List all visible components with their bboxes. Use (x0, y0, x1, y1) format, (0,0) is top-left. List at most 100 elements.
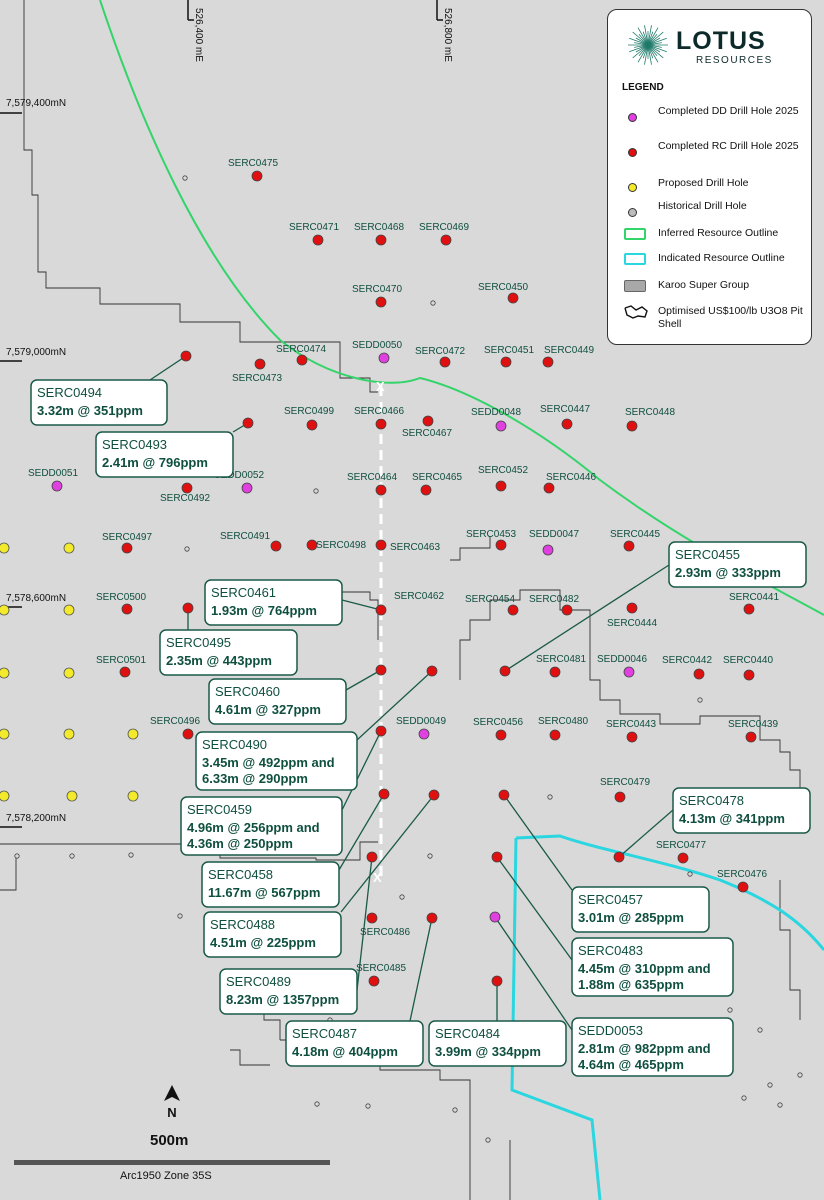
drill-hole-marker (418, 728, 430, 740)
drill-hole-label: SEDD0051 (28, 468, 78, 479)
callout-leader (341, 730, 382, 811)
north-label: N (167, 1105, 177, 1120)
drill-hole-marker (180, 350, 192, 362)
drill-hole-label: SERC0462 (394, 591, 444, 602)
drill-hole-marker (119, 666, 131, 678)
drill-hole-label: SERC0448 (625, 407, 675, 418)
drill-hole-label: SERC0475 (228, 158, 278, 169)
callout-intercept: 6.33m @ 290ppm (202, 771, 308, 786)
historical-hole (485, 1137, 491, 1143)
callout-hole-name: SERC0487 (292, 1026, 357, 1041)
logo-wordmark: LOTUS (676, 27, 766, 55)
drill-hole-label: SERC0456 (473, 717, 523, 728)
legend-item-label: Completed RC Drill Hole 2025 (658, 140, 799, 152)
drill-hole-marker (677, 852, 689, 864)
drill-hole-label: SERC0479 (600, 777, 650, 788)
drill-hole-label: SERC0464 (347, 472, 397, 483)
legend-item-label: Indicated Resource Outline (658, 252, 785, 264)
drill-hole-marker (542, 544, 554, 556)
legend-item: Karoo Super Group (618, 277, 808, 305)
drill-hole-marker (375, 664, 387, 676)
drill-hole-label: SERC0463 (390, 542, 440, 553)
legend-pit-shell-icon (624, 305, 648, 324)
drill-hole-label: SERC0476 (717, 869, 767, 880)
drill-hole-marker (489, 911, 501, 923)
projection-label: Arc1950 Zone 35S (120, 1170, 212, 1182)
drill-hole-label: SERC0444 (607, 618, 657, 629)
drill-hole-marker (613, 851, 625, 863)
legend-item-label: Optimised US$100/lb U3O8 Pit Shell (658, 305, 803, 330)
legend-dot-icon (628, 183, 637, 192)
drill-hole-label: SEDD0052 (214, 470, 264, 481)
drill-hole-marker (270, 540, 282, 552)
callout-leader (340, 794, 435, 913)
drill-hole-label: SERC0491 (220, 531, 270, 542)
callout-intercept: 3.32m @ 351ppm (37, 403, 143, 418)
legend-item: Optimised US$100/lb U3O8 Pit Shell (618, 303, 808, 331)
drill-hole-label: SERC0452 (478, 465, 528, 476)
drill-hole-marker (182, 602, 194, 614)
drill-hole-label: SERC0469 (419, 222, 469, 233)
drill-hole-label: SERC0445 (610, 529, 660, 540)
drill-hole-marker (306, 419, 318, 431)
historical-hole (184, 546, 190, 552)
drill-hole-label: SERC0473 (232, 373, 282, 384)
callout-leader (496, 856, 573, 961)
legend-item-label: Historical Drill Hole (658, 200, 747, 212)
drill-hole-label: SEDD0050 (352, 340, 402, 351)
drill-hole-marker (623, 540, 635, 552)
drill-hole-marker (543, 482, 555, 494)
drill-hole-label: SERC0472 (415, 346, 465, 357)
legend-item: Inferred Resource Outline (618, 225, 808, 253)
proposed-hole (0, 542, 10, 554)
drill-hole-label: SERC0498 (316, 540, 366, 551)
legend-item: Indicated Resource Outline (618, 250, 808, 278)
callout-hole-name: SERC0493 (102, 437, 167, 452)
drill-hole-marker (499, 665, 511, 677)
legend-item-label: Completed DD Drill Hole 2025 (658, 105, 799, 117)
callout-leader (338, 793, 385, 871)
section-mark-south: X (373, 870, 382, 885)
drill-hole-label: SERC0441 (729, 592, 779, 603)
drill-hole-marker (375, 418, 387, 430)
proposed-hole (63, 604, 75, 616)
drill-hole-marker (549, 666, 561, 678)
callout-intercept: 1.88m @ 635ppm (578, 977, 684, 992)
drill-hole-label: SERC0465 (412, 472, 462, 483)
legend-item: Completed RC Drill Hole 2025 (618, 140, 808, 168)
drill-hole-marker (375, 234, 387, 246)
drill-hole-marker (626, 731, 638, 743)
drill-hole-marker (182, 728, 194, 740)
legend-item: Completed DD Drill Hole 2025 (618, 105, 808, 133)
drill-hole-marker (366, 912, 378, 924)
callout-leader (341, 599, 382, 611)
drill-hole-label: SERC0501 (96, 655, 146, 666)
logo-subtitle: RESOURCES (696, 55, 773, 66)
callout-intercept: 1.93m @ 764ppm (211, 603, 317, 618)
north-arrow: N (164, 1085, 180, 1125)
drill-hole-label: SERC0500 (96, 592, 146, 603)
drill-hole-label: SERC0451 (484, 345, 534, 356)
proposed-hole (0, 728, 10, 740)
drill-hole-marker (507, 292, 519, 304)
drill-hole-label: SERC0499 (284, 406, 334, 417)
callout-intercept: 4.64m @ 465ppm (578, 1057, 684, 1072)
callout-hole-name: SERC0484 (435, 1026, 500, 1041)
drill-hole-marker (693, 668, 705, 680)
callout-intercept: 3.45m @ 492ppm and (202, 755, 335, 770)
drill-hole-marker (241, 482, 253, 494)
drill-hole-label: SERC0492 (160, 493, 210, 504)
drill-hole-marker (378, 788, 390, 800)
callout-intercept: 4.13m @ 341ppm (679, 811, 785, 826)
drill-hole-label: SERC0480 (538, 716, 588, 727)
